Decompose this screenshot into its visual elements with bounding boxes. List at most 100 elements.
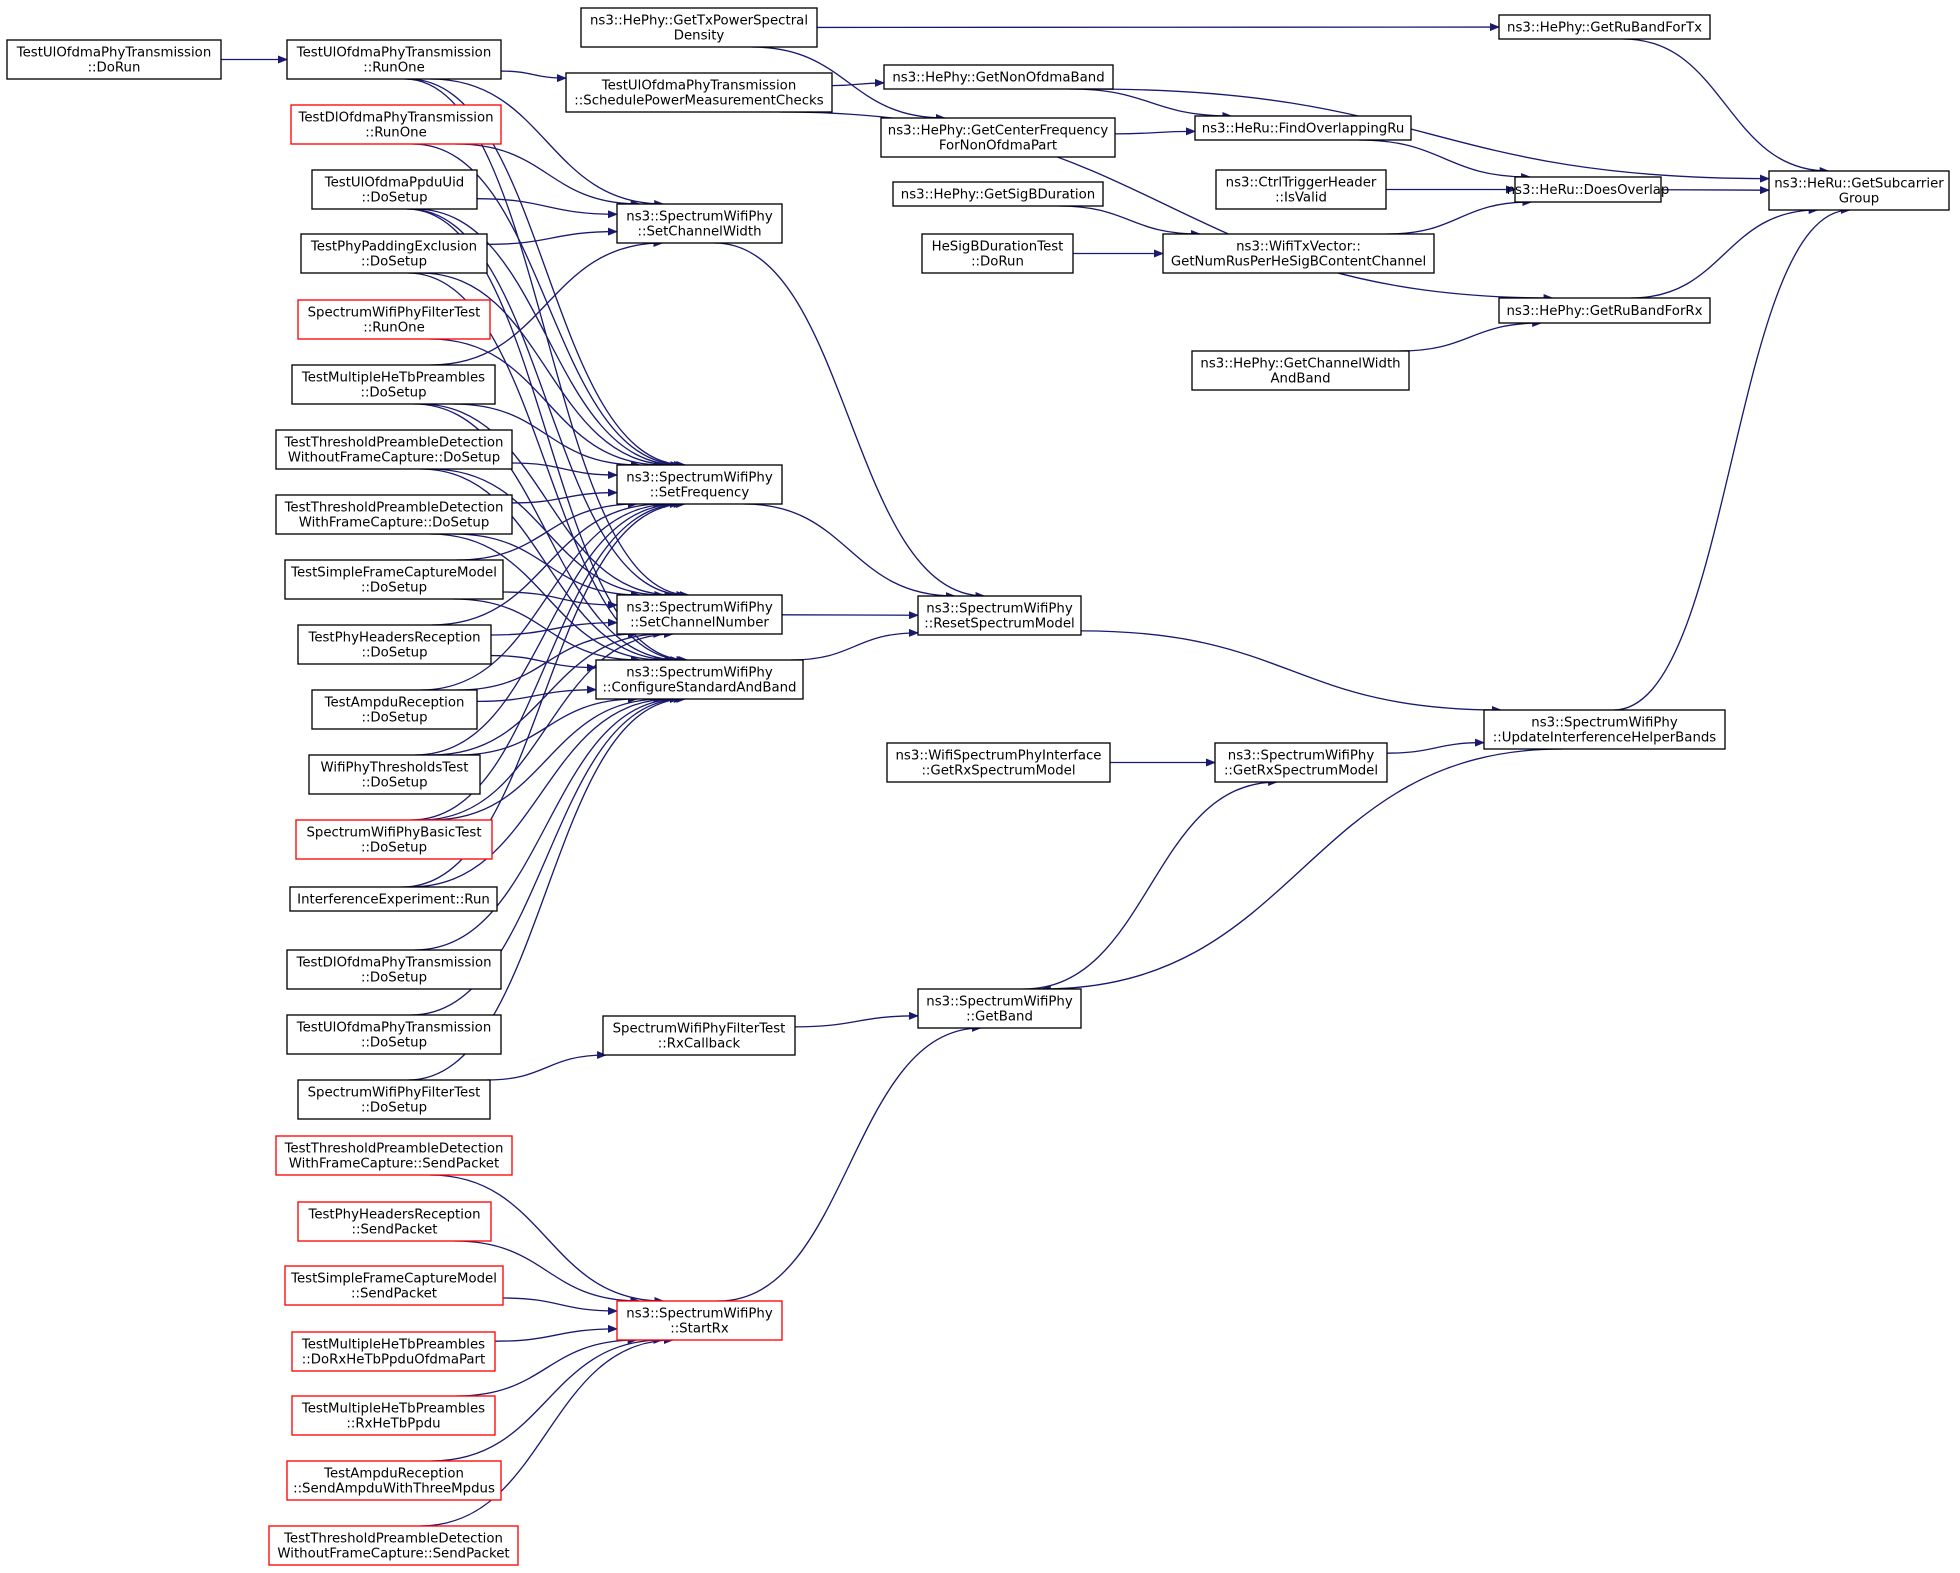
- graph-node-findoverlap[interactable]: ns3::HeRu::FindOverlappingRu: [1194, 115, 1412, 141]
- node-label: HeSigBDurationTest: [932, 240, 1064, 255]
- graph-node-dldosetup[interactable]: TestDlOfdmaPhyTransmission::DoSetup: [286, 949, 502, 990]
- graph-node-ctrlvalid[interactable]: ns3::CtrlTriggerHeader::IsValid: [1215, 169, 1387, 210]
- call-edge-getchwidthband-to-getrubandrx: [1399, 319, 1543, 352]
- call-edge-simplecap-to-setchnum: [502, 591, 618, 610]
- node-box: [1194, 115, 1412, 141]
- call-edge-ppduuid-to-setchnum: [408, 208, 687, 599]
- graph-node-thrwithout[interactable]: TestThresholdPreambleDetectionWithoutFra…: [275, 429, 513, 470]
- call-edge-multihe-to-configstd: [413, 403, 681, 664]
- graph-node-configstd[interactable]: ns3::SpectrumWifiPhy::ConfigureStandardA…: [595, 659, 804, 700]
- graph-node-sp_thrwith[interactable]: TestThresholdPreambleDetectionWithFrameC…: [275, 1135, 513, 1176]
- call-edge-gettxpsd-to-getcenterfreq: [752, 46, 946, 122]
- graph-node-getrubandrx[interactable]: ns3::HePhy::GetRuBandForRx: [1498, 297, 1711, 324]
- graph-node-setchwidth[interactable]: ns3::SpectrumWifiPhy::SetChannelWidth: [616, 203, 783, 244]
- node-box: [290, 104, 502, 145]
- graph-node-multihe_ofdma[interactable]: TestMultipleHeTbPreambles::DoRxHeTbPpduO…: [291, 1331, 496, 1372]
- node-box: [286, 1460, 502, 1501]
- call-edge-getcenterfreq-to-findoverlap: [1114, 127, 1196, 136]
- graph-node-ulrunone[interactable]: TestUlOfdmaPhyTransmission::RunOne: [286, 39, 502, 80]
- node-label: ns3::SpectrumWifiPhy: [1531, 716, 1678, 731]
- graph-node-headers[interactable]: TestPhyHeadersReception::DoSetup: [297, 624, 492, 665]
- node-box: [286, 949, 502, 990]
- node-label: ns3::HeRu::DoesOverlap: [1507, 183, 1670, 198]
- node-label: TestThresholdPreambleDetection: [284, 501, 504, 516]
- graph-node-ppduuid[interactable]: TestUlOfdmaPpduUid::DoSetup: [311, 169, 478, 210]
- graph-node-ifgetrxspec[interactable]: ns3::WifiSpectrumPhyInterface::GetRxSpec…: [886, 742, 1111, 783]
- node-label: ::RxCallback: [658, 1037, 741, 1052]
- node-label: ::SendAmpduWithThreeMpdus: [293, 1482, 495, 1497]
- graph-node-updatebands[interactable]: ns3::SpectrumWifiPhy::UpdateInterference…: [1483, 709, 1726, 750]
- node-label: ns3::HePhy::GetRuBandForRx: [1506, 304, 1702, 319]
- graph-node-getrubandtx[interactable]: ns3::HePhy::GetRuBandForTx: [1498, 14, 1711, 40]
- graph-node-hesigbtest[interactable]: HeSigBDurationTest::DoRun: [921, 233, 1074, 274]
- node-label: TestAmpduReception: [324, 696, 465, 711]
- node-label: ns3::SpectrumWifiPhy: [626, 210, 773, 225]
- node-label: ::DoRun: [88, 61, 141, 76]
- graph-node-sp_simple[interactable]: TestSimpleFrameCaptureModel::SendPacket: [284, 1265, 504, 1306]
- graph-node-dlrunone[interactable]: TestDlOfdmaPhyTransmission::RunOne: [290, 104, 502, 145]
- call-edge-schedpower-to-getnonofdma: [831, 78, 885, 87]
- graph-node-getrxspec[interactable]: ns3::SpectrumWifiPhy::GetRxSpectrumModel: [1214, 742, 1388, 783]
- node-label: ::DoSetup: [361, 581, 427, 596]
- graph-node-sp_thrwithout[interactable]: TestThresholdPreambleDetectionWithoutFra…: [268, 1525, 519, 1566]
- graph-node-sp_headers[interactable]: TestPhyHeadersReception::SendPacket: [297, 1201, 492, 1242]
- call-edge-thrwithout-to-configstd: [419, 468, 675, 664]
- node-label: ::DoSetup: [361, 646, 427, 661]
- node-label: TestDlOfdmaPhyTransmission: [297, 111, 493, 126]
- graph-node-filterrxcb[interactable]: SpectrumWifiPhyFilterTest::RxCallback: [602, 1015, 796, 1056]
- graph-node-getsigb[interactable]: ns3::HePhy::GetSigBDuration: [892, 181, 1104, 207]
- graph-node-multihe_rx[interactable]: TestMultipleHeTbPreambles::RxHeTbPpdu: [291, 1395, 496, 1436]
- graph-node-getnonofdma[interactable]: ns3::HePhy::GetNonOfdmaBand: [883, 64, 1114, 90]
- graph-node-doesoverlap[interactable]: ns3::HeRu::DoesOverlap: [1507, 176, 1670, 203]
- node-label: ns3::HePhy::GetChannelWidth: [1200, 357, 1400, 372]
- node-box: [917, 595, 1082, 636]
- node-label: WithoutFrameCapture::DoSetup: [288, 451, 500, 466]
- graph-node-thrwith[interactable]: TestThresholdPreambleDetectionWithFrameC…: [275, 494, 513, 535]
- graph-node-thresholds[interactable]: WifiPhyThresholdsTest::DoSetup: [308, 754, 481, 795]
- graph-node-startrx[interactable]: ns3::SpectrumWifiPhy::StartRx: [616, 1300, 783, 1341]
- graph-node-setfreq[interactable]: ns3::SpectrumWifiPhy::SetFrequency: [616, 464, 783, 505]
- call-edge-ampdu_send-to-startrx: [431, 1336, 664, 1462]
- graph-node-simplecap[interactable]: TestSimpleFrameCaptureModel::DoSetup: [284, 559, 504, 600]
- graph-node-uldorun[interactable]: TestUlOfdmaPhyTransmission::DoRun: [6, 39, 222, 80]
- graph-node-multihe[interactable]: TestMultipleHeTbPreambles::DoSetup: [291, 364, 496, 405]
- node-box: [595, 659, 804, 700]
- node-label: ::DoSetup: [361, 841, 427, 856]
- graph-node-padding[interactable]: TestPhyPaddingExclusion::DoSetup: [300, 233, 488, 274]
- graph-node-ampdu[interactable]: TestAmpduReception::DoSetup: [311, 689, 478, 730]
- graph-node-filterdosetup[interactable]: SpectrumWifiPhyFilterTest::DoSetup: [297, 1079, 491, 1120]
- node-label: TestUlOfdmaPhyTransmission: [296, 46, 492, 61]
- graph-node-getcenterfreq[interactable]: ns3::HePhy::GetCenterFrequencyForNonOfdm…: [880, 117, 1116, 158]
- graph-node-setchnum[interactable]: ns3::SpectrumWifiPhy::SetChannelNumber: [616, 594, 783, 635]
- call-edge-sp_headers-to-startrx: [454, 1240, 641, 1305]
- graph-node-uldosetup[interactable]: TestUlOfdmaPhyTransmission::DoSetup: [286, 1014, 502, 1055]
- call-edge-setfreq-to-resetspec: [744, 503, 956, 600]
- node-box: [311, 689, 478, 730]
- node-label: ns3::SpectrumWifiPhy: [626, 601, 773, 616]
- node-label: ns3::HeRu::GetSubcarrier: [1774, 177, 1944, 192]
- node-label: Group: [1839, 192, 1879, 207]
- node-box: [291, 1331, 496, 1372]
- node-box: [880, 117, 1116, 158]
- node-label: ns3::WifiTxVector::: [1236, 240, 1361, 255]
- graph-node-getband[interactable]: ns3::SpectrumWifiPhy::GetBand: [917, 988, 1082, 1029]
- node-box: [1498, 14, 1711, 40]
- graph-node-schedpower[interactable]: TestUlOfdmaPhyTransmission::SchedulePowe…: [565, 72, 833, 113]
- call-edge-findoverlap-to-doesoverlap: [1358, 139, 1532, 181]
- graph-node-filterrunone[interactable]: SpectrumWifiPhyFilterTest::RunOne: [297, 299, 491, 340]
- node-label: ::RunOne: [363, 61, 425, 76]
- graph-node-resetspec[interactable]: ns3::SpectrumWifiPhy::ResetSpectrumModel: [917, 595, 1082, 636]
- node-label: ::SendPacket: [351, 1287, 437, 1302]
- call-edge-thrwithout-to-setfreq: [511, 462, 618, 480]
- call-edge-configstd-to-resetspec: [790, 628, 919, 661]
- node-label: ns3::HePhy::GetRuBandForTx: [1507, 21, 1702, 36]
- graph-node-interference[interactable]: InterferenceExperiment::Run: [289, 886, 498, 912]
- graph-node-getnumrus[interactable]: ns3::WifiTxVector::GetNumRusPerHeSigBCon…: [1162, 233, 1435, 274]
- graph-node-basic[interactable]: SpectrumWifiPhyBasicTest::DoSetup: [295, 819, 493, 860]
- node-label: ::DoSetup: [361, 191, 427, 206]
- graph-node-ampdu_send[interactable]: TestAmpduReception::SendAmpduWithThreeMp…: [286, 1460, 502, 1501]
- node-box: [291, 364, 496, 405]
- node-box: [580, 7, 818, 48]
